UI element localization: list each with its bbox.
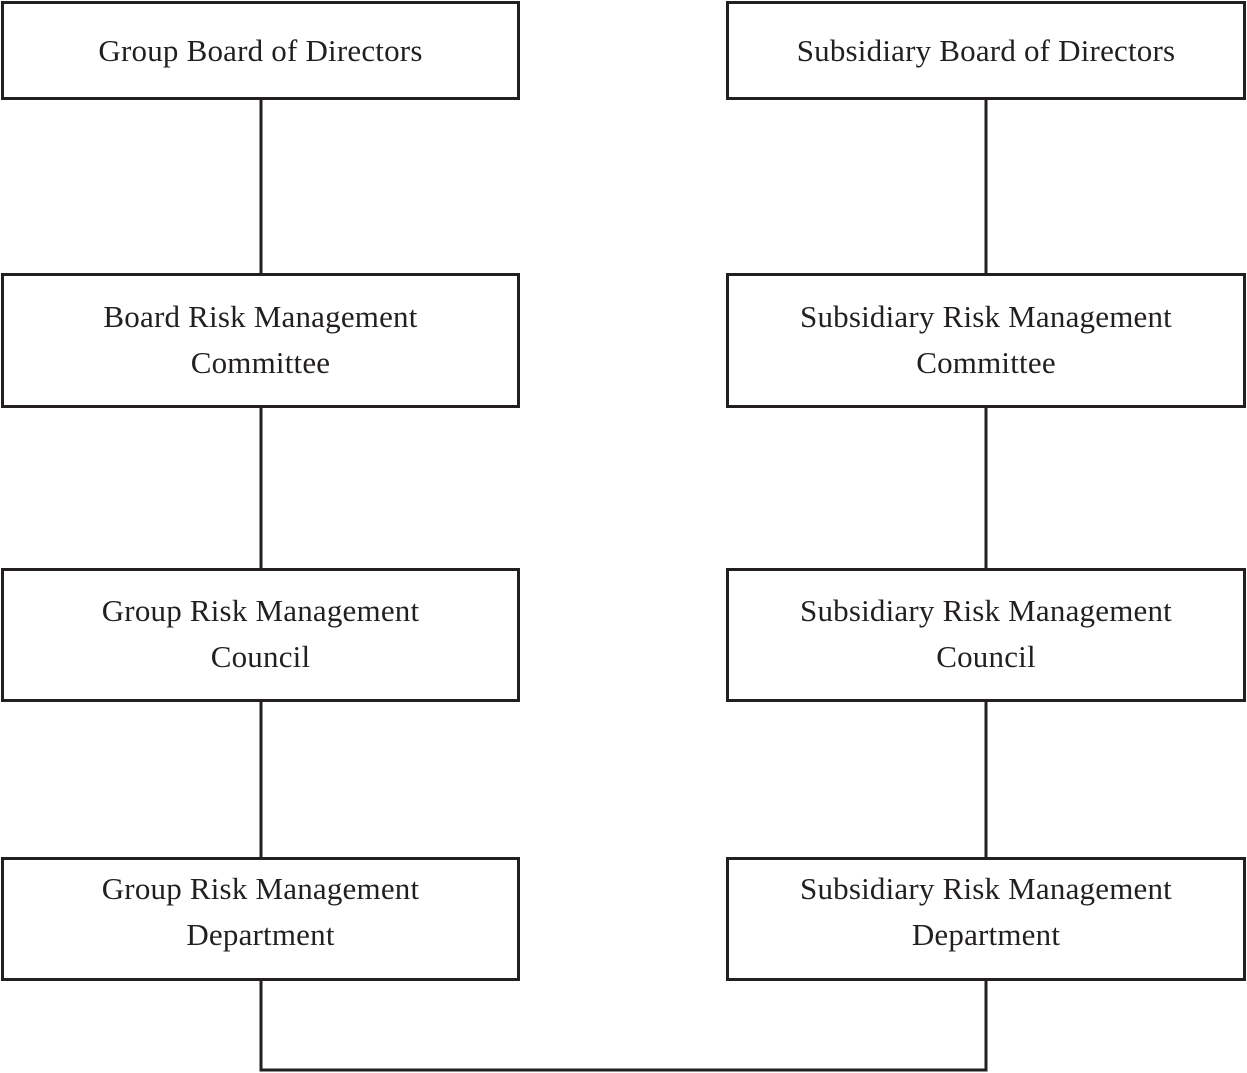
- group-board-of-directors-box: Group Board of Directors: [1, 1, 520, 100]
- box-label: Subsidiary Risk Management Department: [800, 871, 1172, 952]
- board-risk-management-committee-box: Board Risk Management Committee: [1, 273, 520, 408]
- box-label: Group Board of Directors: [98, 32, 423, 68]
- subsidiary-risk-management-department-box: Subsidiary Risk Management Department: [726, 857, 1246, 981]
- box-label: Subsidiary Risk Management Council: [800, 593, 1172, 674]
- group-risk-management-department-box: Group Risk Management Department: [1, 857, 520, 981]
- box-label: Subsidiary Risk Management Committee: [800, 298, 1172, 380]
- box-label: Board Risk Management Committee: [103, 298, 418, 380]
- subsidiary-board-of-directors-box: Subsidiary Board of Directors: [726, 1, 1246, 100]
- box-label: Group Risk Management Council: [101, 593, 420, 674]
- subsidiary-risk-management-committee-box: Subsidiary Risk Management Committee: [726, 273, 1246, 408]
- subsidiary-risk-management-council-box: Subsidiary Risk Management Council: [726, 568, 1246, 702]
- box-label: Subsidiary Board of Directors: [796, 32, 1176, 68]
- box-label: Group Risk Management Department: [101, 871, 420, 952]
- connector-bottom-bridge: [259, 981, 988, 1072]
- group-risk-management-council-box: Group Risk Management Council: [1, 568, 520, 702]
